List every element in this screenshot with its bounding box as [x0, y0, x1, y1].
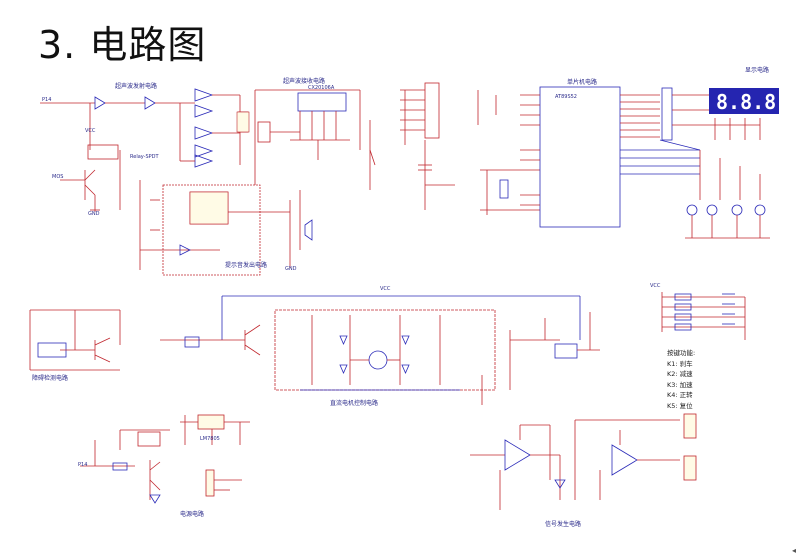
label-p14-a: P14: [42, 97, 51, 103]
ultrasonic-tx-circuit: [40, 88, 249, 212]
key-legend: 按键功能: K1: 刹车 K2: 减速 K3: 加速 K4: 正转 K5: 复位: [667, 348, 695, 411]
label-display: 显示电路: [745, 66, 769, 74]
key-legend-item: K1: 刹车: [667, 359, 693, 368]
power-circuit: [80, 414, 250, 504]
page-marker: ◂: [791, 546, 796, 555]
label-buzzer: 提示音发出电路: [225, 261, 267, 269]
label-obstacle: 障碍检测电路: [32, 374, 68, 382]
label-gnd-1: GND: [88, 211, 100, 217]
label-vcc-2: VCC: [650, 283, 661, 289]
seven-segment-display: [709, 88, 779, 114]
key-legend-item: K4: 正转: [667, 391, 693, 399]
label-power: 电源电路: [180, 510, 204, 518]
label-mcu-chip: AT89S52: [555, 94, 577, 100]
key-switch-array: [661, 292, 746, 340]
label-mcu: 单片机电路: [567, 78, 597, 86]
label-gnd-2: GND: [285, 266, 297, 272]
label-relay: Relay-SPDT: [130, 154, 159, 160]
label-ultrasonic-rx: 超声波接收电路: [283, 77, 325, 85]
obstacle-circuit: [29, 309, 121, 371]
crystal-reset-circuit: [418, 140, 540, 215]
label-rx-ic: CX20106A: [308, 85, 335, 91]
label-motor: 直流电机控制电路: [330, 399, 378, 407]
key-legend-heading: 按键功能:: [667, 349, 696, 357]
label-regulator: LM7805: [200, 436, 220, 442]
label-vcc-1: VCC: [85, 128, 96, 134]
label-mos: MOS: [52, 174, 63, 180]
motor-circuit: [160, 295, 600, 405]
label-ultrasonic-tx: 超声波发射电路: [115, 82, 157, 90]
display-digits: 8.8.8.8.: [716, 90, 800, 114]
label-signal: 信号发生电路: [545, 520, 581, 528]
label-p14-b: P14: [78, 462, 87, 468]
header-connector: [400, 82, 497, 145]
key-legend-item: K5: 复位: [667, 401, 693, 410]
slide-title: 3. 电路图: [38, 23, 207, 67]
buzzer-ic: [189, 191, 229, 225]
label-vcc-3: VCC: [380, 286, 391, 292]
signal-circuit: [470, 413, 697, 510]
mcu-chip: [520, 86, 701, 228]
key-legend-item: K2: 减速: [667, 370, 693, 378]
ultrasonic-rx-circuit: [254, 89, 376, 190]
tx-ic: [236, 111, 250, 133]
key-legend-item: K3: 加速: [667, 380, 693, 389]
